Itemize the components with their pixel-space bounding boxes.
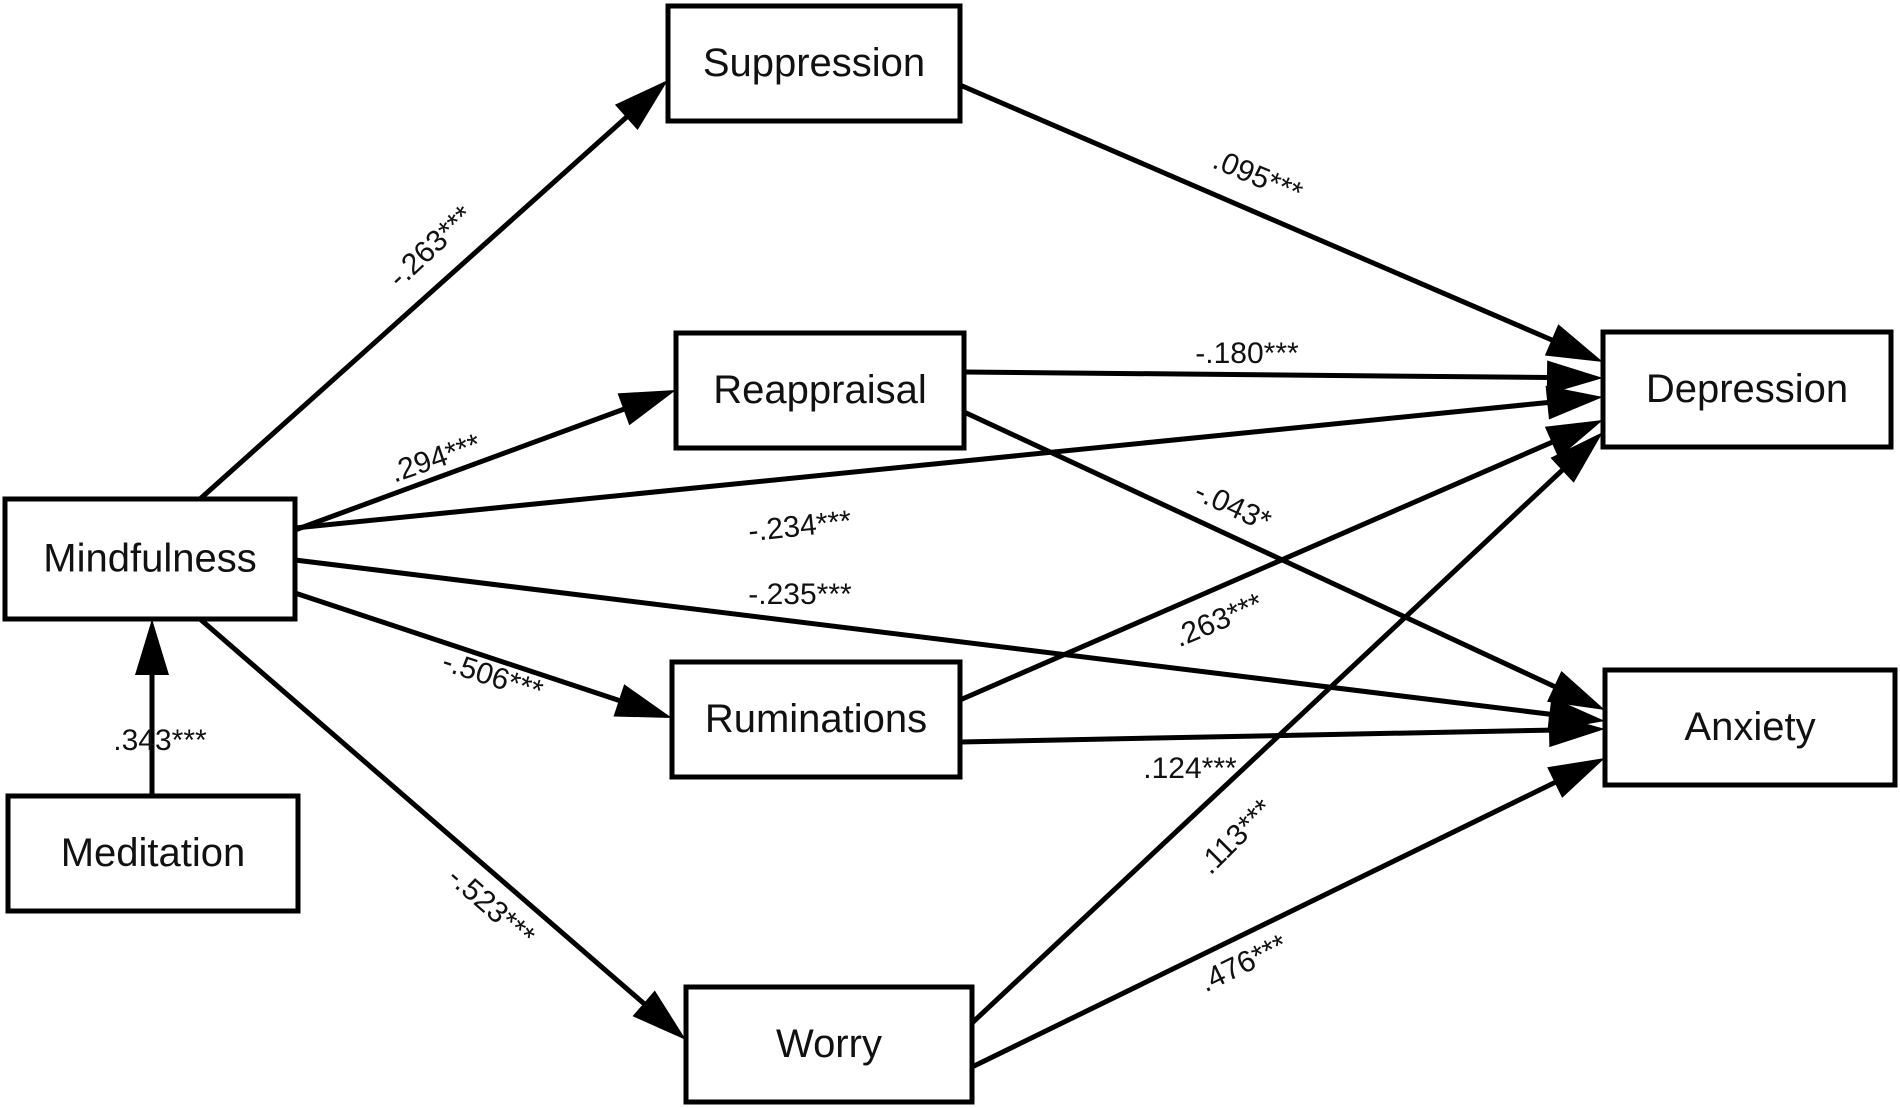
edge-line (959, 439, 1555, 703)
arrowhead-icon (613, 684, 672, 718)
edge-label-mindfulness-to-depression: -.234*** (747, 505, 854, 549)
node-label-worry: Worry (776, 1022, 882, 1066)
edge-line (294, 406, 627, 533)
edge-line (294, 590, 622, 704)
edge-line (959, 727, 1552, 745)
edge-label-reappraisal-to-depression: -.180*** (1195, 337, 1299, 370)
edge-reappraisal-to-anxiety (962, 409, 1605, 710)
node-box (665, 3, 963, 124)
edge-line (294, 399, 1550, 531)
edge-worry-to-depression (970, 432, 1603, 1025)
arrowhead-icon (1547, 758, 1605, 798)
edge-line (198, 617, 647, 1007)
node-label-ruminations: Ruminations (705, 697, 927, 741)
edge-line (959, 82, 1555, 343)
edge-label-worry-to-anxiety: .476*** (1194, 928, 1293, 999)
arrowhead-icon (1546, 360, 1603, 395)
node-box (669, 659, 963, 780)
node-box (1600, 329, 1894, 450)
node-box (683, 984, 975, 1105)
arrowhead-icon (1545, 385, 1603, 420)
node-reappraisal: Reappraisal (673, 330, 967, 451)
edge-label-meditation-to-mindfulness: .343*** (113, 724, 207, 757)
arrowhead-icon (617, 390, 676, 426)
node-box (673, 330, 967, 451)
node-meditation: Meditation (5, 793, 301, 914)
node-suppression: Suppression (665, 3, 963, 124)
edge-meditation-to-mindfulness (135, 619, 169, 796)
edge-ruminations-to-anxiety (959, 713, 1605, 748)
node-box (5, 793, 301, 914)
arrowhead-icon (1550, 432, 1603, 483)
edge-label-ruminations-to-depression: .263*** (1169, 587, 1268, 654)
edge-line (294, 557, 1552, 717)
node-label-meditation: Meditation (61, 831, 246, 875)
edge-line (963, 369, 1550, 380)
node-label-reappraisal: Reappraisal (713, 368, 926, 412)
arrowhead-icon (632, 990, 686, 1040)
node-box (2, 496, 298, 622)
node-label-anxiety: Anxiety (1684, 705, 1815, 749)
edge-mindfulness-to-worry (198, 617, 686, 1040)
edges-layer (135, 80, 1605, 1070)
edge-mindfulness-to-reappraisal (294, 390, 676, 533)
arrowhead-icon (1548, 713, 1605, 748)
node-box (1602, 667, 1898, 788)
edge-mindfulness-to-depression (294, 385, 1603, 531)
edge-ruminations-to-depression (959, 420, 1603, 703)
edge-worry-to-anxiety (970, 758, 1605, 1070)
node-label-suppression: Suppression (703, 41, 925, 85)
node-depression: Depression (1600, 329, 1894, 450)
nodes-layer: SuppressionReappraisalMindfulnessRuminat… (2, 3, 1898, 1105)
node-anxiety: Anxiety (1602, 667, 1898, 788)
edge-label-ruminations-to-anxiety: .124*** (1143, 752, 1237, 785)
arrowhead-icon (1544, 420, 1603, 458)
edge-mindfulness-to-suppression (198, 80, 668, 501)
edge-line (970, 779, 1558, 1070)
node-mindfulness: Mindfulness (2, 496, 298, 622)
edge-label-mindfulness-to-suppression: -.263*** (382, 199, 480, 294)
edge-label-mindfulness-to-anxiety: -.235*** (748, 578, 852, 611)
node-worry: Worry (683, 984, 975, 1105)
edge-mindfulness-to-ruminations (294, 590, 672, 718)
node-ruminations: Ruminations (669, 659, 963, 780)
edge-line (198, 114, 630, 501)
edge-line (962, 409, 1558, 690)
edge-suppression-to-depression (959, 82, 1603, 362)
edge-label-reappraisal-to-anxiety: -.043* (1189, 475, 1276, 539)
node-label-mindfulness: Mindfulness (43, 537, 256, 581)
arrowhead-icon (135, 619, 169, 675)
edge-label-mindfulness-to-ruminations: -.506*** (438, 645, 547, 708)
arrowhead-icon (1544, 324, 1603, 362)
edge-line (970, 467, 1566, 1025)
edge-reappraisal-to-depression (963, 360, 1603, 395)
node-label-depression: Depression (1646, 367, 1848, 411)
arrowhead-icon (1547, 670, 1605, 710)
arrowhead-icon (614, 80, 668, 131)
